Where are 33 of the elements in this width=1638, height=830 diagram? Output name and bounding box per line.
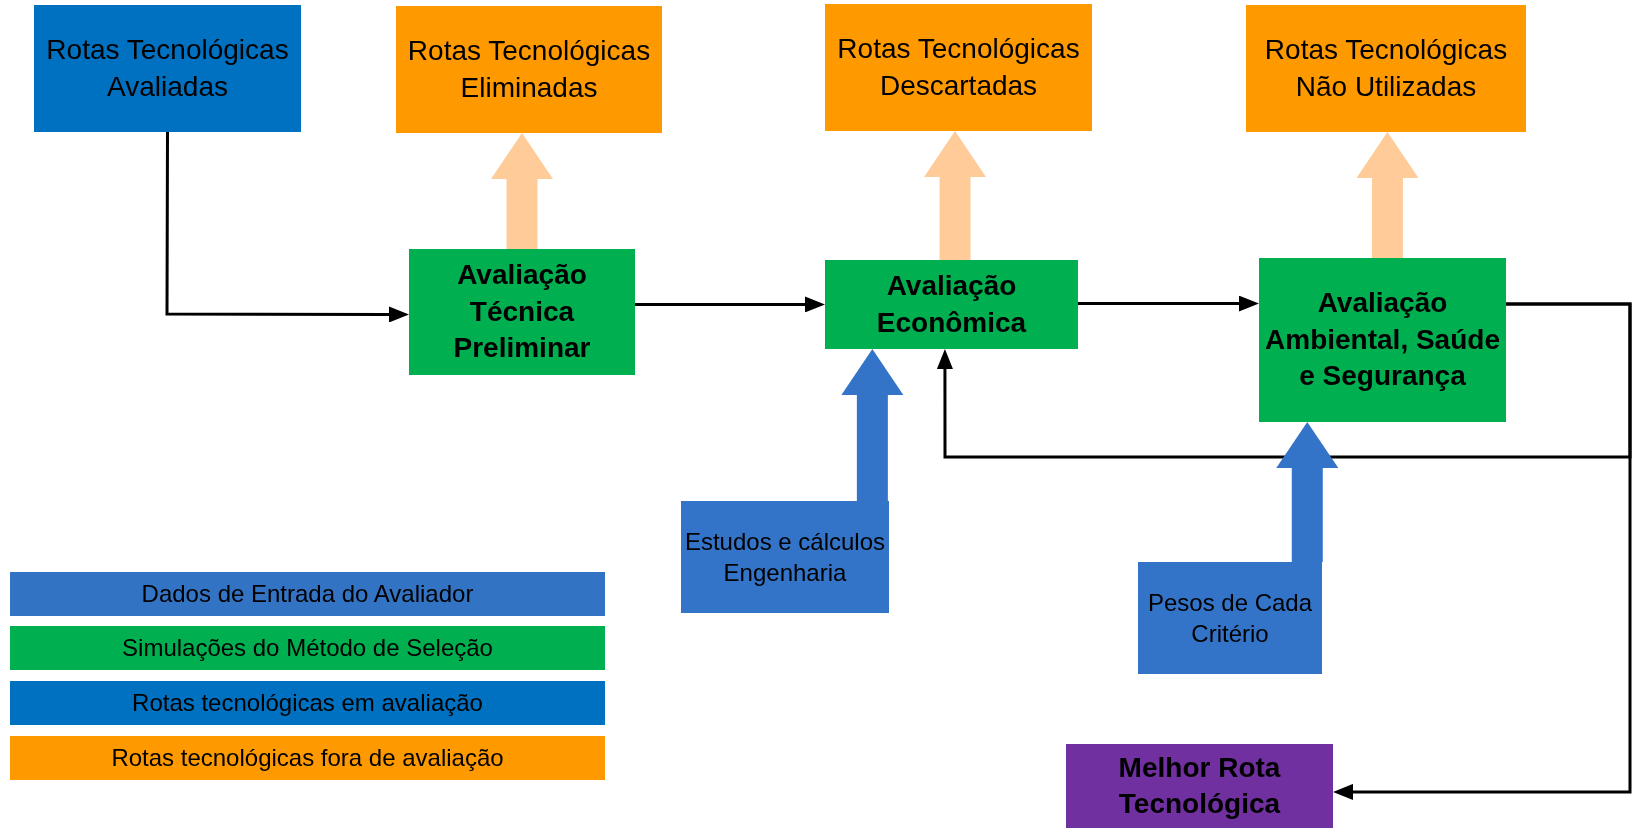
block-arrow — [1356, 132, 1419, 258]
node-label: Rotas Tecnológicas Eliminadas — [406, 34, 652, 105]
block-arrow — [841, 349, 904, 501]
block-arrow — [491, 133, 553, 249]
arrow — [635, 296, 825, 313]
node-label: Avaliação Técnica Preliminar — [452, 258, 592, 366]
node-label: Avaliação Ambiental, Saúde e Segurança — [1264, 286, 1501, 394]
route-box — [34, 5, 301, 132]
arrow — [1078, 295, 1259, 312]
legend-label: Dados de Entrada do Avaliador — [141, 580, 474, 608]
route-box — [396, 6, 662, 133]
node-label: Pesos de Cada Critério — [1146, 587, 1314, 649]
input-box — [1138, 562, 1322, 674]
arrow — [165, 132, 409, 323]
legend-label: Rotas tecnológicas em avaliação — [132, 689, 483, 717]
node-label: Melhor Rota Tecnológica — [1117, 750, 1282, 821]
block-arrow — [1276, 422, 1339, 562]
legend-label: Rotas tecnológicas fora de avaliação — [111, 744, 504, 772]
route-box — [1246, 5, 1526, 132]
process-box — [1259, 258, 1506, 422]
block-arrow — [924, 131, 987, 260]
input-box — [681, 501, 889, 613]
route-box — [825, 4, 1092, 131]
legend-label: Simulações do Método de Seleção — [122, 634, 493, 662]
node-label: Rotas Tecnológicas Avaliadas — [45, 33, 290, 104]
arrow — [936, 302, 1632, 459]
node-label: Avaliação Econômica — [875, 269, 1028, 340]
node-label: Estudos e cálculos Engenharia — [683, 526, 887, 588]
node-label: Rotas Tecnológicas Descartadas — [836, 32, 1081, 103]
process-box — [1066, 744, 1333, 828]
node-label: Rotas Tecnológicas Não Utilizadas — [1263, 33, 1509, 104]
process-box — [825, 260, 1078, 349]
process-box — [409, 249, 635, 375]
